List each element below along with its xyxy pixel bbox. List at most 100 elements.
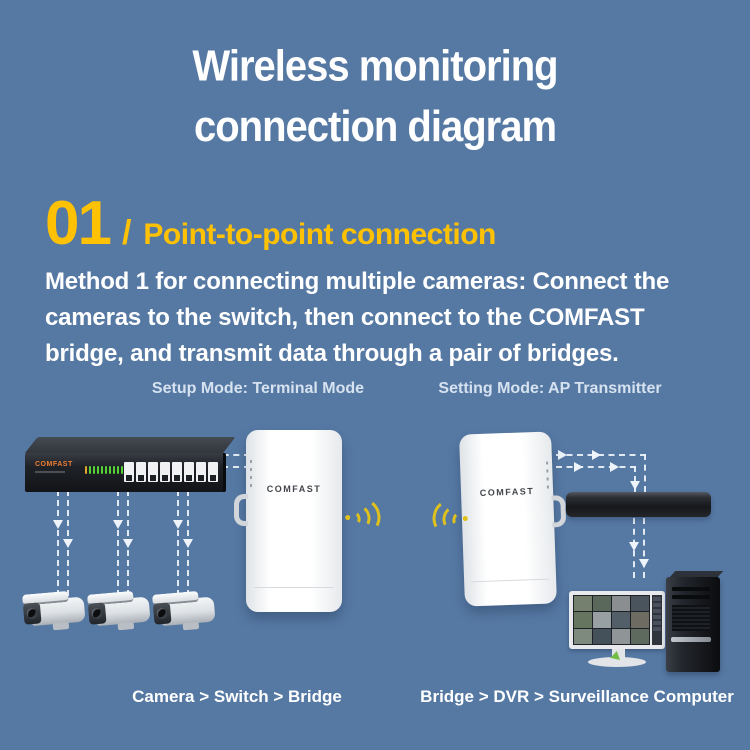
surveillance-feed-cell [612,596,630,612]
led [121,466,123,474]
wireless-bridge-left: COMFAST [234,430,342,612]
section-slash: / [121,214,132,252]
side-bar-row [653,609,661,613]
tower-drive-bay [672,595,710,599]
monitor-stand [612,649,625,658]
description-line: Method 1 for connecting multiple cameras… [45,268,670,295]
bridge-mount-bracket [234,494,248,526]
cctv-camera [152,587,220,644]
dashed-line-switch-camera [67,490,69,606]
monitor-screen [573,595,650,645]
arrow-down-icon [183,539,193,548]
arrow-down-icon [53,520,63,529]
port [196,462,206,482]
side-bar-row [653,621,661,625]
port [160,462,170,482]
dashed-line-switch-camera [187,490,189,606]
bridge-seam [253,587,335,588]
side-bar-row [653,615,661,619]
arrow-right-icon [592,450,601,460]
description-line: cameras to the switch, then connect to t… [45,304,645,331]
arrow-down-icon [630,481,640,490]
bridge-brand-logo: COMFAST [266,484,322,494]
wifi-signal-left-icon [429,496,471,537]
dashed-line-switch-camera [177,490,179,606]
mode-label-right: Setting Mode: AP Transmitter [438,380,662,397]
surveillance-feed-cell [574,596,592,612]
arrow-down-icon [629,542,639,551]
dashed-line-switch-camera [117,490,119,606]
monitor-base [588,657,646,667]
dashed-line-bridge-dvr [634,466,636,492]
surveillance-feed-cell [574,628,592,644]
mode-label-left: Setup Mode: Terminal Mode [151,380,365,397]
tower-vent-mesh [672,605,710,631]
surveillance-feed-cell [631,596,649,612]
wireless-bridge-right: COMFAST [459,431,567,607]
surveillance-feed-cell [631,612,649,628]
arrow-down-icon [63,539,73,548]
switch-logo-underline [35,471,65,473]
dashed-line-bridge-switch [212,454,250,456]
surveillance-feed-cell [631,628,649,644]
side-bar-row [653,603,661,607]
camera-mount [52,621,70,631]
led [97,466,99,474]
wifi-signal-right-icon [342,495,384,536]
dvr-device [566,492,711,517]
led [117,466,119,474]
dashed-line-switch-camera [57,490,59,606]
port [148,462,158,482]
led [85,466,87,474]
description: Method 1 for connecting multiple cameras… [45,264,725,372]
arrow-right-icon [610,462,619,472]
bridge-mount-bracket [551,494,567,528]
description-line: bridge, and transmit data through a pair… [45,340,619,367]
tower-drive-bay [672,587,710,591]
camera-mount [117,621,135,631]
port [208,462,218,482]
bridge-seam [471,578,549,583]
tower-front-panel [671,637,711,642]
dashed-line-dvr-computer [643,518,645,578]
section-heading: Point-to-point connection [143,218,496,251]
dashed-line-bridge-dvr [644,454,646,492]
cctv-camera [22,587,90,644]
arrow-down-icon [173,520,183,529]
led [109,466,111,474]
surveillance-feed-cell [612,628,630,644]
switch-brand-logo: COMFAST [35,461,73,468]
dashed-line-bridge-dvr [556,454,646,456]
led [101,466,103,474]
section-header: 01 / Point-to-point connection [45,188,496,259]
led [113,466,115,474]
title-line-1: Wireless monitoring [192,42,558,90]
arrow-right-icon [574,462,583,472]
port [172,462,182,482]
side-bar-row [653,627,661,631]
arrow-down-icon [123,539,133,548]
switch-top-face [25,437,236,453]
title-line-2: connection diagram [193,102,557,151]
camera-mount [182,621,200,631]
computer-tower [666,577,720,672]
arrow-down-icon [113,520,123,529]
led [105,466,107,474]
surveillance-feed-cell [593,628,611,644]
port [136,462,146,482]
switch-leds [85,466,123,474]
bridge-brand-logo: COMFAST [479,486,535,498]
arrow-down-icon [639,559,649,568]
arrow-right-icon [558,450,567,460]
led [89,466,91,474]
led [93,466,95,474]
dashed-line-bridge-dvr [556,466,636,468]
surveillance-feed-cell [612,612,630,628]
switch-ports [124,462,218,482]
surveillance-feed-cell [574,612,592,628]
monitor-sidebar [652,595,662,645]
surveillance-monitor [569,591,665,649]
caption-left: Camera > Switch > Bridge [132,687,342,706]
port [124,462,134,482]
